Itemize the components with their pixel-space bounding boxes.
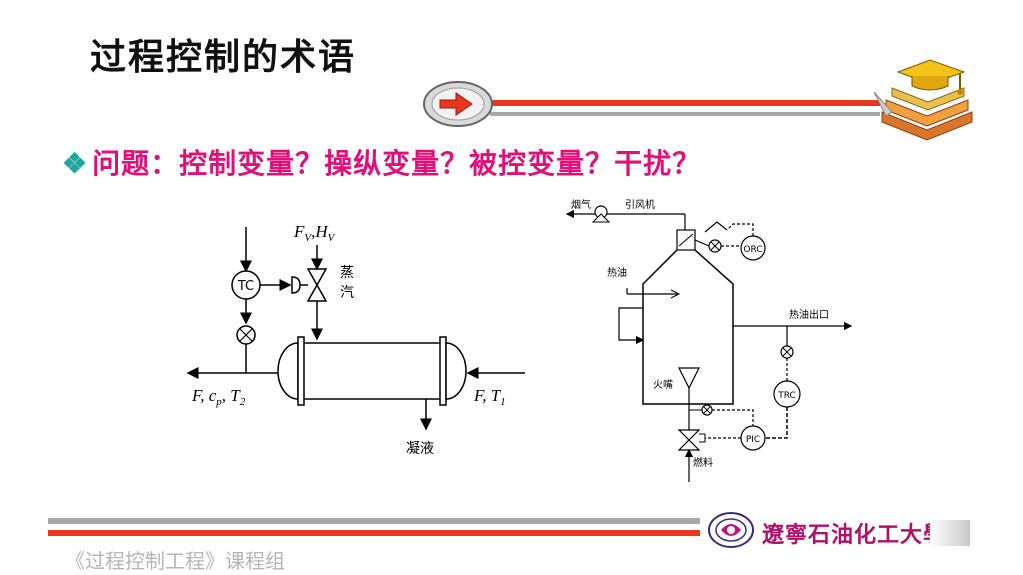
svg-text:FV,HV: FV,HV bbox=[293, 222, 336, 244]
footer-red-bar bbox=[48, 530, 700, 536]
hot-oil-out-label: 热油出口 bbox=[789, 308, 829, 321]
header-red-bar bbox=[490, 100, 880, 106]
heat-exchanger-diagram: TC FV,HV 蒸 汽 凝液 F, cp, T2 F, T1 bbox=[186, 222, 525, 457]
diamond-bullet-icon: ❖ bbox=[62, 147, 89, 180]
question-label: 问题：控制变量？操纵变量？被控变量？干扰？ bbox=[92, 147, 702, 180]
hot-oil-in-label: 热油 bbox=[607, 266, 627, 279]
university-seal-icon bbox=[708, 512, 754, 548]
heat-exchanger-shell bbox=[277, 336, 467, 406]
footer-gray-bar bbox=[48, 518, 700, 524]
burner-icon bbox=[678, 367, 700, 390]
steam-f-var: F bbox=[293, 222, 305, 241]
graduation-cap-books-icon bbox=[873, 59, 973, 141]
furnace-diagram: 烟气 引风机 热油 热油出口 ORC TRC 火嘴 PIC 燃料 bbox=[565, 198, 853, 482]
furnace-body bbox=[642, 249, 734, 405]
arrow-button-icon bbox=[423, 81, 493, 127]
orc-label: ORC bbox=[743, 245, 762, 255]
outlet-variables: F, cp, T2 bbox=[191, 386, 246, 408]
header-gray-bar bbox=[490, 112, 880, 116]
pic-label: PIC bbox=[746, 435, 760, 445]
condensate-label: 凝液 bbox=[406, 441, 434, 457]
steam-label-2: 汽 bbox=[340, 285, 354, 301]
slide-title: 过程控制的术语 bbox=[90, 36, 357, 78]
course-group-footer: 《过程控制工程》课程组 bbox=[65, 549, 285, 573]
header-decoration bbox=[423, 81, 880, 127]
question-text: ❖问题：控制变量？操纵变量？被控变量？干扰？ bbox=[62, 142, 701, 182]
steam-h-var: H bbox=[314, 222, 329, 241]
fuel-valve-icon bbox=[677, 429, 701, 451]
fan-label: 引风机 bbox=[625, 198, 655, 211]
inlet-variables: F, T1 bbox=[473, 386, 506, 408]
burner-label: 火嘴 bbox=[653, 379, 673, 391]
university-name: 遼寧石油化工大學 bbox=[762, 522, 947, 548]
footer-fade bbox=[930, 520, 970, 546]
steam-label-1: 蒸 bbox=[340, 265, 354, 281]
tc-label: TC bbox=[237, 279, 254, 294]
flue-gas-label: 烟气 bbox=[571, 198, 591, 211]
trc-label: TRC bbox=[777, 391, 796, 401]
fuel-label: 燃料 bbox=[693, 456, 713, 469]
steam-valve-icon bbox=[306, 268, 328, 302]
